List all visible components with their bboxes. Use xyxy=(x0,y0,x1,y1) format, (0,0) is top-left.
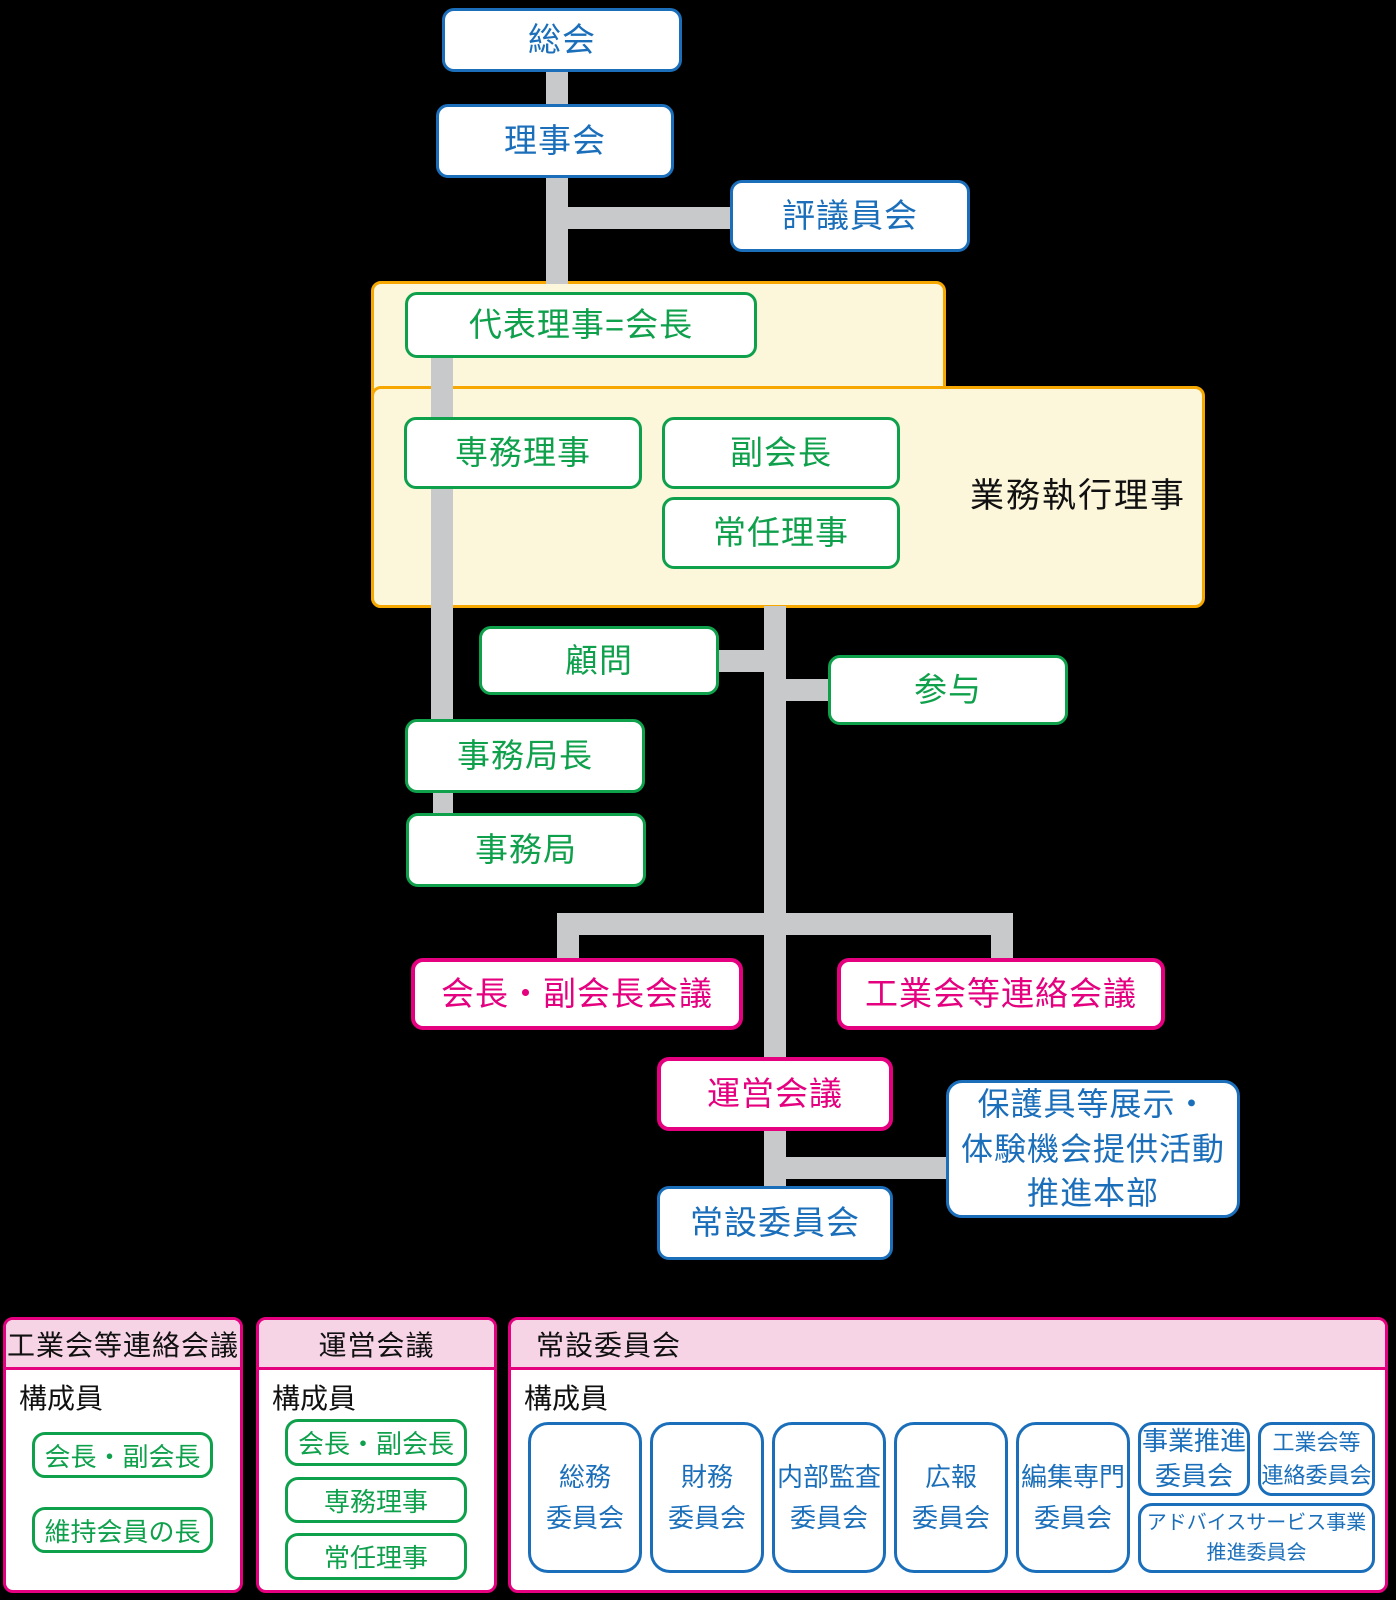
node-industry-liaison-meeting: 工業会等連絡会議 xyxy=(837,958,1165,1030)
panel-header: 運営会議 xyxy=(259,1320,494,1370)
connector xyxy=(546,178,568,284)
node-secretariat: 事務局 xyxy=(406,813,646,887)
node-label: 会長・副会長会議 xyxy=(441,975,713,1013)
node-label: 常任理事 xyxy=(713,514,849,552)
connector xyxy=(557,913,1013,935)
node-label: 工業会等連絡会議 xyxy=(865,975,1137,1013)
node-label: 参与 xyxy=(914,671,982,709)
connector xyxy=(786,679,828,701)
connector xyxy=(431,358,453,719)
connector xyxy=(546,72,568,106)
node-label: 保護具等展示・ 体験機会提供活動 推進本部 xyxy=(960,1085,1225,1212)
node-standing-committee: 常設委員会 xyxy=(657,1186,893,1260)
node-president-vp-meeting: 会長・副会長会議 xyxy=(411,958,743,1030)
node-general-meeting: 総会 xyxy=(442,8,682,72)
committee-box: 編集専門 委員会 xyxy=(1016,1422,1130,1573)
node-standing-director: 常任理事 xyxy=(662,497,900,569)
members-label: 構成員 xyxy=(19,1383,104,1414)
node-label: 専務理事 xyxy=(455,434,591,472)
connector xyxy=(786,1157,946,1179)
members-label: 構成員 xyxy=(524,1383,609,1414)
node-vice-president: 副会長 xyxy=(662,417,900,489)
member-box: 専務理事 xyxy=(285,1477,467,1523)
node-label: 評議員会 xyxy=(782,197,918,235)
node-label: 運営会議 xyxy=(707,1075,843,1113)
committee-box: 財務 委員会 xyxy=(650,1422,764,1573)
connector xyxy=(991,935,1013,958)
node-label: 副会長 xyxy=(730,434,832,472)
label-executive-directors: 業務執行理事 xyxy=(970,477,1186,515)
node-label: 事務局長 xyxy=(457,737,593,775)
committee-box: 工業会等 連絡委員会 xyxy=(1258,1422,1375,1496)
member-box: 会長・副会長 xyxy=(32,1432,213,1478)
member-box: 維持会員の長 xyxy=(32,1507,213,1553)
panel-header: 常設委員会 xyxy=(511,1320,1385,1370)
node-label: 総会 xyxy=(528,21,596,59)
member-box: 会長・副会長 xyxy=(285,1419,467,1466)
node-advisor: 顧問 xyxy=(479,626,719,695)
node-label: 顧問 xyxy=(565,641,633,679)
node-ppe-promotion-hq: 保護具等展示・ 体験機会提供活動 推進本部 xyxy=(946,1080,1240,1218)
node-secretary-general: 事務局長 xyxy=(405,719,645,793)
node-label: 常設委員会 xyxy=(690,1204,860,1242)
panel-header: 工業会等連絡会議 xyxy=(6,1320,240,1370)
node-label: 理事会 xyxy=(504,122,606,160)
members-label: 構成員 xyxy=(272,1383,357,1414)
node-counselor: 参与 xyxy=(828,655,1068,725)
node-senior-managing-director: 専務理事 xyxy=(404,417,642,489)
connector xyxy=(557,207,730,229)
connector xyxy=(719,650,764,672)
node-representative-director: 代表理事=会長 xyxy=(405,292,757,358)
node-board-of-directors: 理事会 xyxy=(436,104,674,178)
connector xyxy=(433,793,453,813)
committee-box: 内部監査 委員会 xyxy=(772,1422,886,1573)
committee-box: アドバイスサービス事業 推進委員会 xyxy=(1138,1503,1375,1573)
node-label: 事務局 xyxy=(475,831,577,869)
node-steering-meeting: 運営会議 xyxy=(657,1057,893,1131)
node-label: 代表理事=会長 xyxy=(468,306,694,344)
committee-box: 総務 委員会 xyxy=(528,1422,642,1573)
committee-box: 事業推進 委員会 xyxy=(1138,1422,1250,1496)
member-box: 常任理事 xyxy=(285,1533,467,1580)
connector xyxy=(764,606,786,1057)
node-councilors: 評議員会 xyxy=(730,180,970,252)
connector xyxy=(764,1131,786,1186)
connector xyxy=(557,935,579,958)
committee-box: 広報 委員会 xyxy=(894,1422,1008,1573)
